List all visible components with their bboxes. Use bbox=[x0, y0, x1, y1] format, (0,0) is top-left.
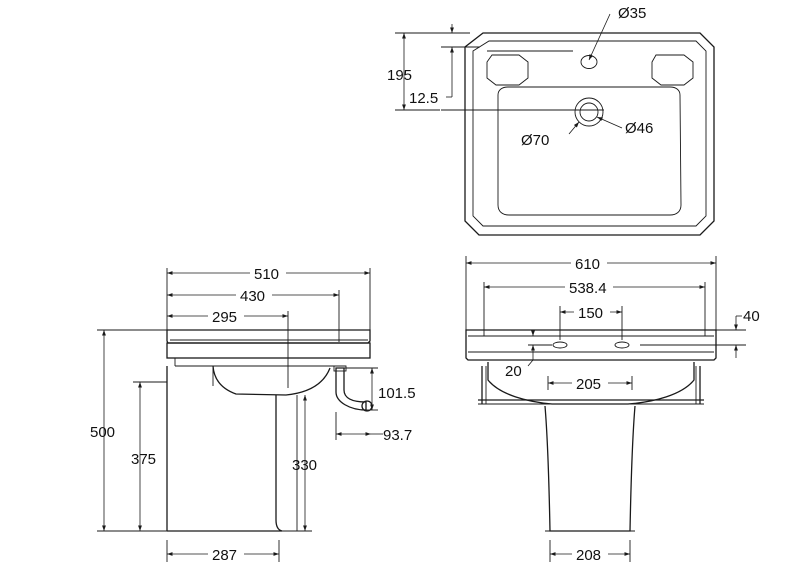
front-tap-hole-left bbox=[552, 341, 568, 349]
dim-46-label: Ø46 bbox=[625, 120, 653, 137]
dim-538-4-label: 538.4 bbox=[569, 280, 607, 297]
dim-101-5-label: 101.5 bbox=[378, 385, 416, 402]
dim-35-label: Ø35 bbox=[618, 5, 646, 22]
dim-150-label: 150 bbox=[578, 305, 603, 322]
dim-12-5-label: 12.5 bbox=[409, 90, 438, 107]
side-basin-body bbox=[166, 342, 371, 359]
dim-46-leader bbox=[596, 116, 623, 129]
side-trap-outlet bbox=[361, 400, 373, 412]
dim-510-mask bbox=[250, 265, 286, 281]
front-view: 610 538.4 150 40 20 205 208 bbox=[465, 255, 760, 564]
dim-538-4-mask bbox=[565, 279, 613, 295]
dim-610-mask bbox=[571, 255, 607, 271]
dim-610-label: 610 bbox=[575, 256, 600, 273]
dim-510-label: 510 bbox=[254, 266, 279, 283]
dim-375-label: 375 bbox=[131, 451, 156, 468]
dim-208-label: 208 bbox=[576, 547, 601, 564]
dim-295-label: 295 bbox=[212, 309, 237, 326]
dim-35-leader bbox=[588, 13, 611, 61]
dim-430-label: 430 bbox=[240, 288, 265, 305]
dim-295-mask bbox=[208, 308, 244, 324]
dim-205-mask bbox=[572, 375, 608, 391]
dim-287-mask bbox=[208, 546, 244, 562]
dim-93-7-label: 93.7 bbox=[383, 427, 412, 444]
dim-205-label: 205 bbox=[576, 376, 601, 393]
dim-20-label: 20 bbox=[505, 363, 522, 380]
dim-70-label: Ø70 bbox=[521, 132, 549, 149]
plan-waste-outer-ring bbox=[574, 97, 604, 127]
dim-195-label: 195 bbox=[387, 67, 412, 84]
plan-rim-outline bbox=[472, 40, 707, 227]
side-basin-top bbox=[166, 329, 371, 344]
side-bowl-curve bbox=[212, 365, 331, 396]
dim-500-label: 500 bbox=[90, 424, 115, 441]
plan-bowl-outline bbox=[497, 86, 682, 216]
plan-outer-outline bbox=[464, 32, 715, 236]
dim-430-mask bbox=[236, 287, 272, 303]
side-trap-nut bbox=[333, 365, 347, 372]
dim-150-mask bbox=[574, 304, 610, 320]
plan-left-tap-ledge bbox=[486, 54, 529, 86]
dim-287-label: 287 bbox=[212, 547, 237, 564]
side-view: 510 430 295 500 375 330 101.5 93.7 287 bbox=[90, 265, 416, 564]
front-pedestal bbox=[544, 405, 636, 532]
side-trap-pipe bbox=[335, 367, 367, 411]
dim-40-label: 40 bbox=[743, 308, 760, 325]
plan-tap-hole bbox=[580, 55, 598, 69]
side-pedestal-back-curve bbox=[167, 395, 283, 532]
dim-208-mask bbox=[572, 546, 608, 562]
dim-20-leader bbox=[527, 359, 534, 367]
plan-right-tap-ledge bbox=[651, 54, 694, 86]
dim-70-leader bbox=[568, 121, 580, 135]
front-tap-hole-right bbox=[614, 341, 630, 349]
plan-waste-inner-ring bbox=[579, 102, 599, 122]
dim-330-label: 330 bbox=[292, 457, 317, 474]
plan-view: 195 12.5 Ø35 Ø70 Ø46 bbox=[387, 5, 715, 236]
